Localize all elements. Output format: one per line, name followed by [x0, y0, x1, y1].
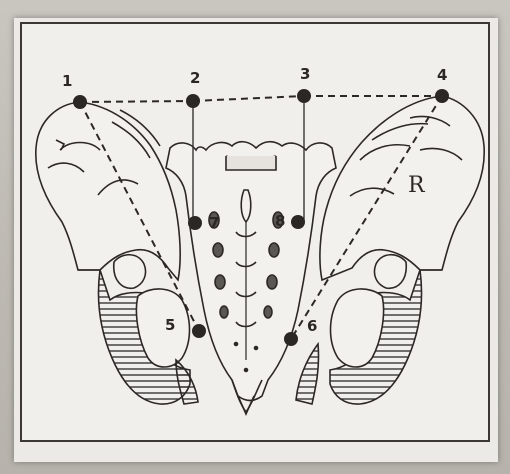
landmark-dot-1: [73, 95, 87, 109]
landmark-label-3: 3: [300, 65, 310, 83]
landmark-dot-4: [435, 89, 449, 103]
landmark-label-1: 1: [62, 72, 72, 90]
landmark-label-5: 5: [165, 316, 175, 334]
landmark-label-4: 4: [437, 66, 447, 84]
landmark-label-2: 2: [190, 69, 200, 87]
landmark-dot-3: [297, 89, 311, 103]
landmark-label-8: 8: [275, 212, 285, 230]
landmark-dot-2: [186, 94, 200, 108]
left-ischium: [78, 255, 198, 404]
landmark-dot-5: [192, 324, 206, 338]
landmark-dot-6: [284, 332, 298, 346]
landmark-dot-7: [188, 216, 202, 230]
landmark-dot-8: [291, 215, 305, 229]
side-marker: R: [408, 173, 426, 198]
landmark-label-7: 7: [209, 214, 219, 232]
right-ischium: [296, 255, 442, 404]
landmark-label-6: 6: [307, 317, 317, 335]
